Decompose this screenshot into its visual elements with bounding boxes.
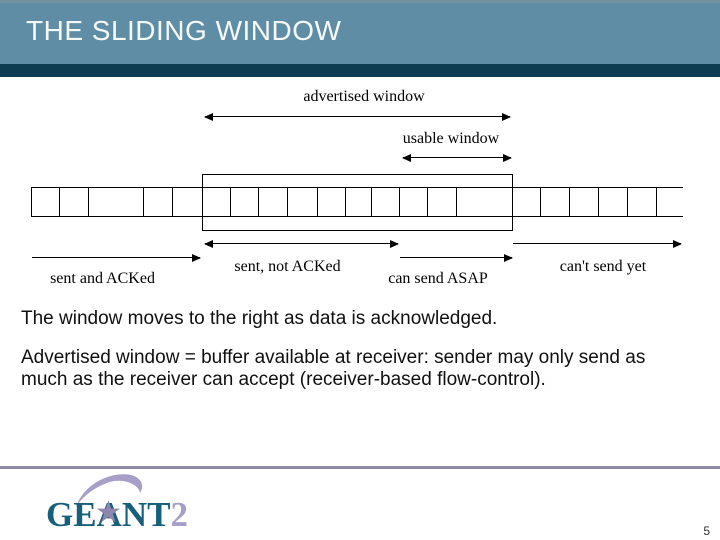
- star-icon: ★: [95, 495, 122, 530]
- can-send-asap-arrow: [400, 254, 513, 262]
- cell-divider: [230, 188, 231, 216]
- footer-divider: [0, 466, 720, 469]
- cell-divider: [399, 188, 400, 216]
- sent-not-acked-arrow: [204, 240, 399, 248]
- cell-divider: [345, 188, 346, 216]
- advertised-window-arrow: [204, 113, 511, 121]
- cell-divider: [427, 188, 428, 216]
- logo-a: A: [96, 495, 122, 534]
- window-outline: [202, 174, 513, 231]
- page-number: 5: [703, 524, 710, 538]
- cell-divider: [31, 188, 32, 216]
- usable-window-arrow: [402, 154, 512, 162]
- cant-send-yet-label: can't send yet: [559, 258, 647, 275]
- slide-header: THE SLIDING WINDOW: [0, 0, 720, 64]
- cell-divider: [172, 188, 173, 216]
- sent-and-acked-arrow: [32, 254, 201, 262]
- cell-divider: [59, 188, 60, 216]
- logo-nt: NT: [121, 495, 171, 534]
- cell-divider: [88, 188, 89, 216]
- logo-two: 2: [170, 495, 188, 534]
- logo-ge: GE: [46, 495, 97, 534]
- cell-divider: [598, 188, 599, 216]
- usable-window-label: usable window: [402, 130, 500, 147]
- body-paragraph-2: Advertised window = buffer available at …: [21, 347, 646, 390]
- cant-send-yet-arrow: [513, 240, 682, 248]
- page-title: THE SLIDING WINDOW: [26, 15, 342, 46]
- cell-divider: [540, 188, 541, 216]
- cell-divider: [656, 188, 657, 216]
- cell-divider: [287, 188, 288, 216]
- cell-divider: [317, 188, 318, 216]
- cell-divider: [258, 188, 259, 216]
- logo-text: GEANT2: [46, 497, 188, 532]
- cell-divider: [627, 188, 628, 216]
- geant2-logo: GEANT2 ★: [44, 468, 224, 534]
- cell-divider: [569, 188, 570, 216]
- advertised-window-label: advertised window: [303, 88, 425, 105]
- cell-divider: [371, 188, 372, 216]
- can-send-asap-label: can send ASAP: [388, 270, 488, 287]
- cell-divider: [143, 188, 144, 216]
- sent-and-acked-label: sent and ACKed: [50, 270, 155, 287]
- cell-divider: [456, 188, 457, 216]
- header-accent-stripe: [0, 64, 720, 77]
- sent-not-acked-label: sent, not ACKed: [234, 258, 341, 275]
- body-paragraph-1: The window moves to the right as data is…: [21, 308, 498, 329]
- swoosh-icon: [76, 474, 143, 507]
